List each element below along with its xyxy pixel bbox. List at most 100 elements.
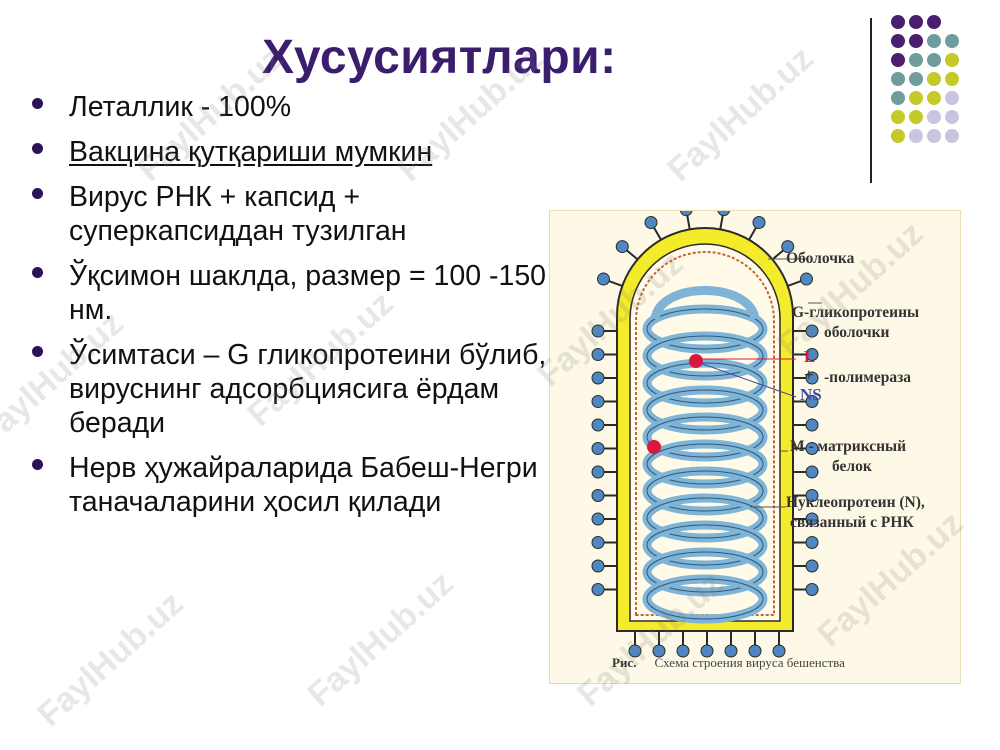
decorative-dot <box>909 53 923 67</box>
watermark-text: FaylHub.uz <box>30 584 191 734</box>
bullet-icon <box>32 143 43 154</box>
decorative-dot <box>927 53 941 67</box>
spike-head <box>805 489 819 502</box>
decorative-dot <box>927 15 941 29</box>
spike-head <box>772 644 786 658</box>
bullet-text: Вакцина қутқариши мумкин <box>69 136 433 168</box>
bullet-item: Вакцина қутқариши мумкин <box>32 135 552 169</box>
spike-head <box>717 203 731 217</box>
spike-head <box>805 324 819 338</box>
decorative-dot <box>927 91 941 105</box>
spike-head <box>615 240 629 254</box>
spike-head <box>591 371 605 385</box>
label-envelope: Оболочка <box>786 250 855 267</box>
virus-diagram-image <box>591 203 822 658</box>
polymerase-dot <box>689 354 703 368</box>
helix-coil-outline <box>646 497 764 539</box>
bullet-text: Нерв ҳужайраларида Бабеш-Негри таначалар… <box>69 452 538 518</box>
decorative-dot-grid <box>891 15 959 143</box>
helix-coil-outline <box>646 578 764 620</box>
decorative-dot <box>891 34 905 48</box>
decorative-dot <box>909 72 923 86</box>
caption-prefix: Рис. <box>612 655 637 670</box>
decorative-dot <box>945 53 959 67</box>
spike-head <box>591 348 605 361</box>
decorative-dot <box>927 110 941 124</box>
spike-head <box>591 512 605 526</box>
decorative-dot <box>891 110 905 124</box>
spike-head <box>591 442 605 455</box>
decorative-dot <box>909 34 923 48</box>
decorative-dot <box>909 110 923 124</box>
decorative-divider-line <box>870 18 872 183</box>
decorative-dot <box>945 72 959 86</box>
decorative-dot <box>891 53 905 67</box>
spike-head <box>644 215 658 229</box>
spike-head <box>752 215 766 229</box>
spike-head <box>591 324 605 338</box>
spike-head <box>676 644 690 658</box>
helix-coil-outline <box>646 524 764 566</box>
label-l: L <box>804 347 816 366</box>
label-nucleoprotein-line2: связанный с РНК <box>790 514 914 531</box>
label-ns: NS <box>800 385 822 404</box>
decorative-dot <box>927 129 941 143</box>
bullet-icon <box>32 98 43 109</box>
spike-head <box>805 371 819 385</box>
helix-coil-outline <box>646 551 764 593</box>
label-matrix-line2: белок <box>832 458 872 475</box>
spike-head <box>805 418 819 432</box>
spike-head <box>591 418 605 432</box>
decorative-dot <box>945 91 959 105</box>
spike-head <box>591 583 605 596</box>
caption-text: Схема строения вируса бешенства <box>654 655 845 670</box>
decorative-dot <box>891 15 905 29</box>
label-matrix-line1: М - матриксный <box>790 438 907 455</box>
decorative-dot <box>945 129 959 143</box>
spike-head <box>805 559 819 573</box>
polymerase-dot <box>647 440 661 454</box>
watermark-text: FaylHub.uz <box>300 564 461 714</box>
bullet-item: Леталлик - 100% <box>32 90 552 124</box>
bullet-text: Вирус РНК + капсид + суперкапсиддан тузи… <box>69 181 407 247</box>
virus-diagram-figure: Оболочка G-гликопротеины оболочки L + NS… <box>549 203 961 684</box>
label-plus: + <box>804 365 814 384</box>
spike-head <box>799 272 813 286</box>
spike-head <box>805 536 819 549</box>
spike-head <box>805 583 819 596</box>
bullet-item: Нерв ҳужайраларида Бабеш-Негри таначалар… <box>32 451 552 519</box>
label-glycoprotein-line1: G-гликопротеины <box>792 304 920 321</box>
bullet-text: Леталлик - 100% <box>69 91 292 123</box>
bullet-list: Леталлик - 100% Вакцина қутқариши мумкин… <box>32 90 552 530</box>
label-polymerase: -полимераза <box>824 369 912 386</box>
spike-head <box>679 203 693 217</box>
decorative-dot <box>945 110 959 124</box>
helix-coil-outline <box>646 362 764 404</box>
spike-head <box>591 465 605 479</box>
spike-head <box>597 272 611 286</box>
decorative-dot <box>909 91 923 105</box>
bullet-icon <box>32 459 43 470</box>
spike-head <box>781 240 795 254</box>
spike-head <box>748 644 762 658</box>
bullet-text: Ўсимтаси – G гликопротеини бўлиб, вирусн… <box>69 339 547 439</box>
spike-head <box>805 348 819 361</box>
nucleoprotein-helix <box>642 286 768 624</box>
decorative-dot <box>891 72 905 86</box>
helix-coil-outline <box>646 416 764 458</box>
decorative-dot <box>909 129 923 143</box>
bullet-item: Ўсимтаси – G гликопротеини бўлиб, вирусн… <box>32 338 552 440</box>
bullet-item: Ўқсимон шаклда, размер = 100 -150 нм. <box>32 259 552 327</box>
label-glycoprotein-line2: оболочки <box>824 324 890 341</box>
bullet-text: Ўқсимон шаклда, размер = 100 -150 нм. <box>69 260 547 326</box>
decorative-dot <box>927 34 941 48</box>
spike-head <box>591 536 605 549</box>
spike-head <box>805 395 819 408</box>
bullet-item: Вирус РНК + капсид + суперкапсиддан тузи… <box>32 180 552 248</box>
label-leader-lines <box>699 258 822 508</box>
label-nucleoprotein-line1: Нуклеопротеин (N), <box>786 494 925 511</box>
helix-coil-outline <box>646 308 764 350</box>
bullet-icon <box>32 346 43 357</box>
spike-head <box>591 395 605 408</box>
decorative-dot <box>927 72 941 86</box>
